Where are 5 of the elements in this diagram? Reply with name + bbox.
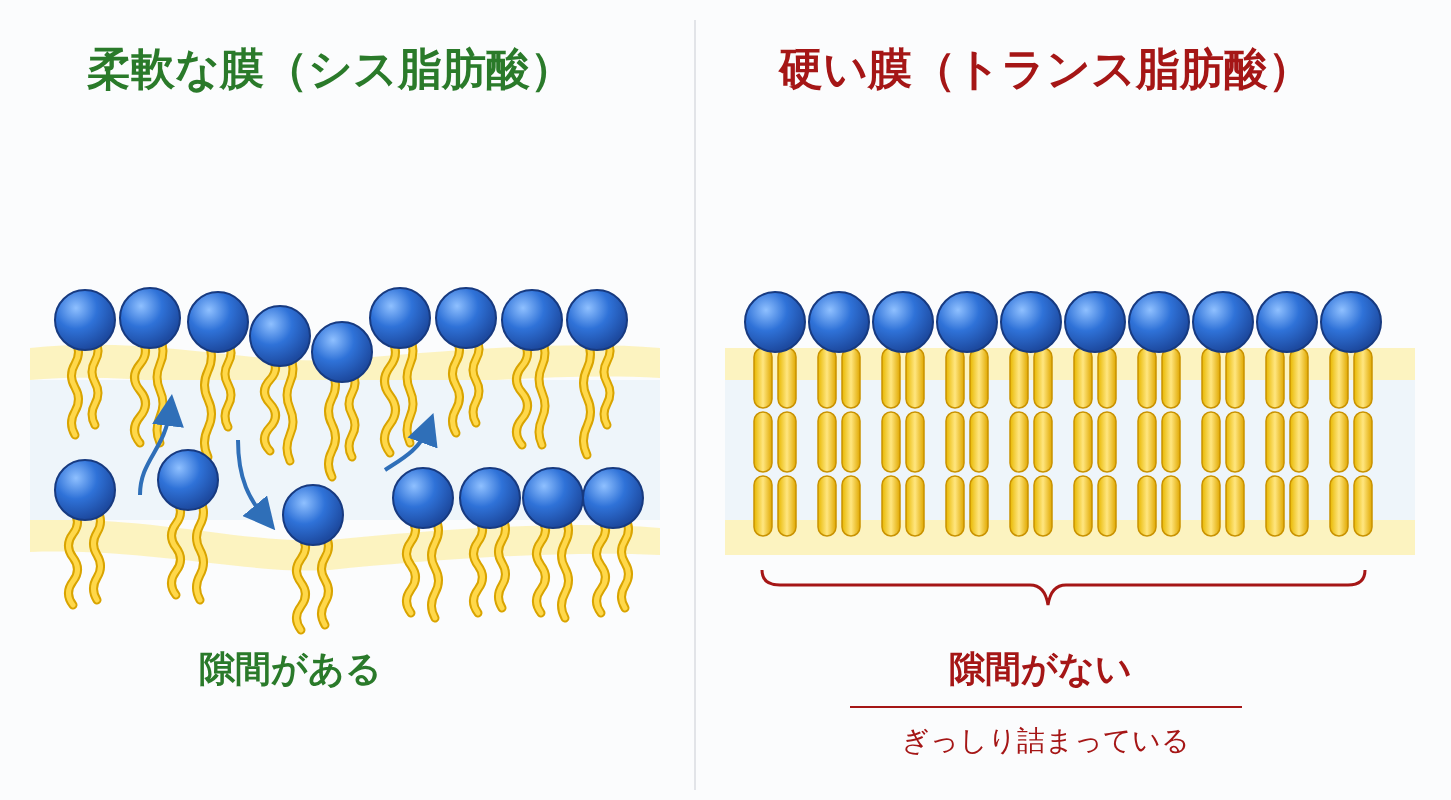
caption: ぎっしり詰まっている: [900, 723, 1190, 759]
caption: 隙間がある: [198, 647, 382, 691]
heading: 柔軟な膜（シス脂肪酸）: [86, 42, 574, 96]
caption: 隙間がない: [948, 647, 1132, 691]
heading: 硬い膜（トランス脂肪酸）: [778, 42, 1312, 96]
